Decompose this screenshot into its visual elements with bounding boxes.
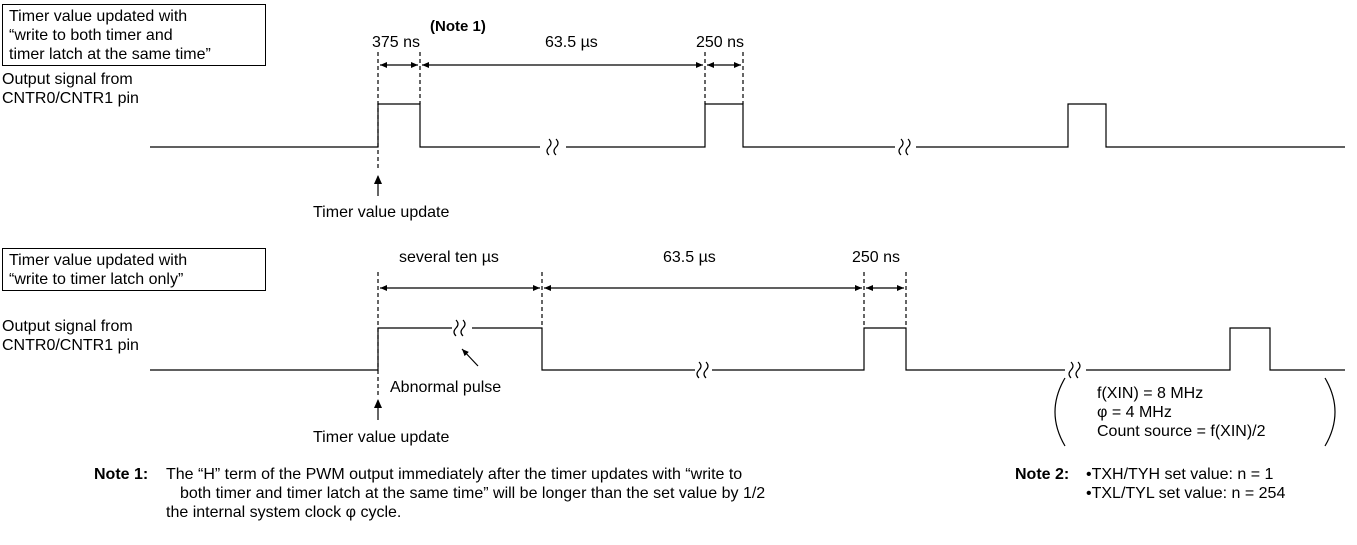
top-dim-250ns: 250 ns xyxy=(696,34,745,51)
bottom-dim-63us: 63.5 µs xyxy=(663,249,716,266)
top-update-label: Timer value update xyxy=(313,204,450,221)
bottom-dim-250ns: 250 ns xyxy=(852,249,901,266)
bottom-box-line-2: “write to timer latch only” xyxy=(9,271,184,288)
bottom-dim-several-ten-us: several ten µs xyxy=(399,249,499,266)
top-condition-box: Timer value updated with “write to both … xyxy=(2,4,266,66)
note2-line-1: •TXH/TYH set value: n = 1 xyxy=(1086,466,1274,483)
conditions-right-paren xyxy=(1324,377,1336,447)
top-box-line-3: timer latch at the same time” xyxy=(9,46,211,63)
bottom-signal-label: Output signal from CNTR0/CNTR1 pin xyxy=(2,317,139,355)
top-waveform xyxy=(150,103,1345,156)
condition-fxin: f(XIN) = 8 MHz xyxy=(1097,385,1204,402)
note1-line-2: both timer and timer latch at the same t… xyxy=(180,485,766,502)
top-signal-label: Output signal from CNTR0/CNTR1 pin xyxy=(2,70,139,108)
top-box-line-1: Timer value updated with xyxy=(9,8,188,25)
top-guides xyxy=(377,52,744,170)
note1-line-1: The “H” term of the PWM output immediate… xyxy=(166,466,743,483)
bottom-waveform xyxy=(150,319,1345,379)
bottom-update-label: Timer value update xyxy=(313,429,450,446)
note2-label: Note 2: xyxy=(1015,466,1070,483)
condition-count-source: Count source = f(XIN)/2 xyxy=(1097,423,1266,440)
top-note1-tag: (Note 1) xyxy=(430,18,486,35)
bottom-signal-line-2: CNTR0/CNTR1 pin xyxy=(2,337,139,354)
bottom-box-line-1: Timer value updated with xyxy=(9,252,188,269)
top-signal-line-2: CNTR0/CNTR1 pin xyxy=(2,90,139,107)
top-box-line-2: “write to both timer and xyxy=(9,27,173,44)
note1-label: Note 1: xyxy=(94,466,149,483)
bottom-guides xyxy=(377,272,907,396)
bottom-signal-line-1: Output signal from xyxy=(2,318,133,335)
top-dim-63us: 63.5 µs xyxy=(545,34,598,51)
top-signal-line-1: Output signal from xyxy=(2,71,133,88)
note2-line-2: •TXL/TYL set value: n = 254 xyxy=(1086,485,1286,502)
conditions-left-paren xyxy=(1054,377,1066,447)
clock-conditions: f(XIN) = 8 MHz φ = 4 MHz Count source = … xyxy=(1097,384,1266,441)
note1-text: The “H” term of the PWM output immediate… xyxy=(166,465,765,522)
abnormal-pulse-label: Abnormal pulse xyxy=(390,379,502,396)
abnormal-pulse-pointer-icon xyxy=(461,348,479,367)
top-dim-375ns: 375 ns xyxy=(372,34,421,51)
note1-line-3: the internal system clock φ cycle. xyxy=(166,504,402,521)
bottom-condition-box: Timer value updated with “write to timer… xyxy=(2,248,266,291)
note2-text: •TXH/TYH set value: n = 1 •TXL/TYL set v… xyxy=(1086,465,1285,503)
condition-phi: φ = 4 MHz xyxy=(1097,404,1172,421)
